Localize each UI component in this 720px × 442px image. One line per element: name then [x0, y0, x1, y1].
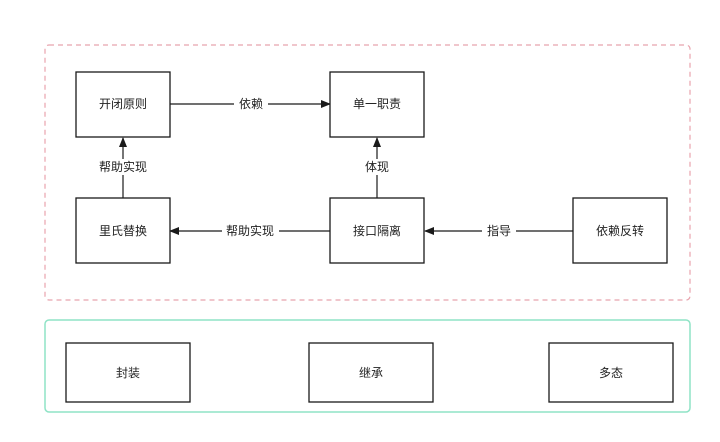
edge-interface-to-single: 体现 — [361, 137, 393, 198]
edge-label-help-implement-horizontal: 帮助实现 — [226, 223, 274, 238]
edge-open-closed-to-single: 依赖 — [170, 96, 331, 112]
edge-interface-to-liskov: 帮助实现 — [169, 223, 330, 239]
edge-label-embody: 体现 — [365, 160, 389, 174]
node-label-dependency-inversion: 依赖反转 — [596, 223, 644, 238]
edge-dependency-to-interface: 指导 — [424, 223, 573, 239]
node-encapsulation[interactable]: 封装 — [65, 342, 191, 403]
node-label-liskov-substitution: 里氏替换 — [99, 224, 147, 238]
edge-label-guide: 指导 — [487, 223, 511, 238]
edge-label-help-implement-vertical: 帮助实现 — [99, 159, 147, 174]
node-interface-segregation[interactable]: 接口隔离 — [329, 197, 425, 264]
edge-liskov-to-open-closed: 帮助实现 — [95, 137, 152, 198]
edge-label-depend: 依赖 — [239, 96, 263, 111]
node-dependency-inversion[interactable]: 依赖反转 — [572, 197, 668, 264]
node-label-open-closed: 开闭原则 — [99, 97, 147, 111]
node-single-responsibility[interactable]: 单一职责 — [329, 71, 425, 138]
node-label-interface-segregation: 接口隔离 — [353, 223, 401, 238]
node-label-single-responsibility: 单一职责 — [353, 97, 401, 111]
node-label-polymorphism: 多态 — [599, 366, 623, 380]
node-polymorphism[interactable]: 多态 — [548, 342, 674, 403]
node-label-encapsulation: 封装 — [116, 366, 140, 380]
principles-group — [44, 44, 691, 301]
node-label-inheritance: 继承 — [359, 366, 383, 380]
node-liskov-substitution[interactable]: 里氏替换 — [75, 197, 171, 264]
node-open-closed[interactable]: 开闭原则 — [75, 71, 171, 138]
node-inheritance[interactable]: 继承 — [308, 342, 434, 403]
oop-group — [44, 319, 691, 413]
